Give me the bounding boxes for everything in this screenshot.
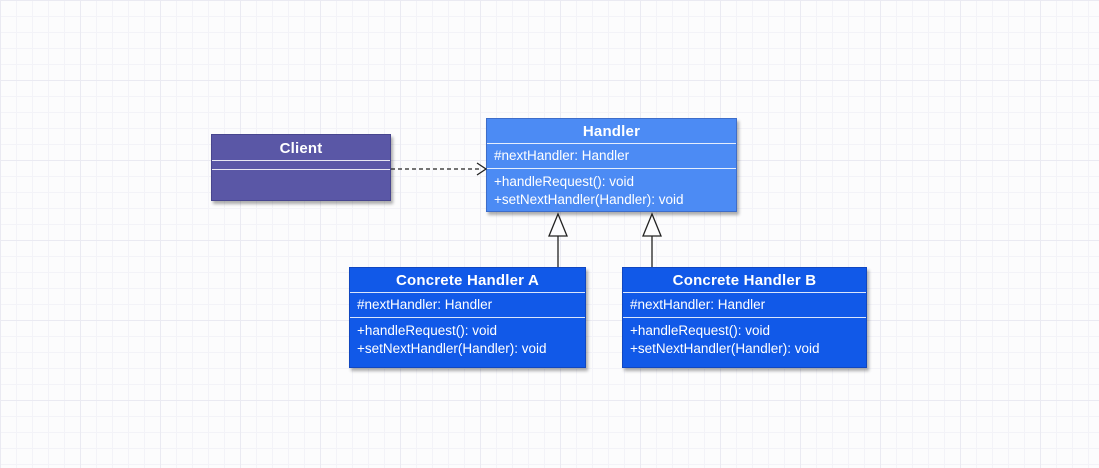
class-title: Handler xyxy=(582,123,641,140)
method-row: +handleRequest(): void xyxy=(357,323,497,338)
method-row: +handleRequest(): void xyxy=(630,323,770,338)
attributes-compartment: #nextHandler: Handler xyxy=(487,143,736,168)
attribute-row: #nextHandler: Handler xyxy=(494,148,630,163)
class-title: Concrete Handler A xyxy=(395,272,540,289)
hollow-triangle-arrowhead-icon xyxy=(642,212,662,237)
edge-concrete-b-to-handler-generalization[interactable] xyxy=(642,212,662,267)
edge-concrete-a-to-handler-generalization[interactable] xyxy=(548,212,568,267)
open-arrowhead-icon xyxy=(476,162,488,176)
class-node-concrete-handler-a[interactable]: Concrete Handler A #nextHandler: Handler… xyxy=(349,267,586,368)
method-row: +setNextHandler(Handler): void xyxy=(630,341,820,356)
method-row: +setNextHandler(Handler): void xyxy=(494,192,684,207)
edge-client-to-handler-dependency[interactable] xyxy=(391,162,488,176)
class-node-handler[interactable]: Handler #nextHandler: Handler +handleReq… xyxy=(486,118,737,212)
attributes-compartment: #nextHandler: Handler xyxy=(350,292,585,317)
hollow-triangle-arrowhead-icon xyxy=(548,212,568,237)
class-node-client[interactable]: Client xyxy=(211,134,391,201)
methods-compartment: +handleRequest(): void +setNextHandler(H… xyxy=(350,317,585,367)
class-node-concrete-handler-b[interactable]: Concrete Handler B #nextHandler: Handler… xyxy=(622,267,867,368)
attributes-compartment: #nextHandler: Handler xyxy=(623,292,866,317)
method-row: +handleRequest(): void xyxy=(494,174,634,189)
attribute-row: #nextHandler: Handler xyxy=(630,297,766,312)
method-row: +setNextHandler(Handler): void xyxy=(357,341,547,356)
class-title: Concrete Handler B xyxy=(672,272,817,289)
methods-compartment-empty xyxy=(212,169,390,200)
attributes-compartment-empty xyxy=(212,160,390,169)
attribute-row: #nextHandler: Handler xyxy=(357,297,493,312)
methods-compartment: +handleRequest(): void +setNextHandler(H… xyxy=(623,317,866,367)
methods-compartment: +handleRequest(): void +setNextHandler(H… xyxy=(487,168,736,213)
class-title: Client xyxy=(279,140,323,157)
